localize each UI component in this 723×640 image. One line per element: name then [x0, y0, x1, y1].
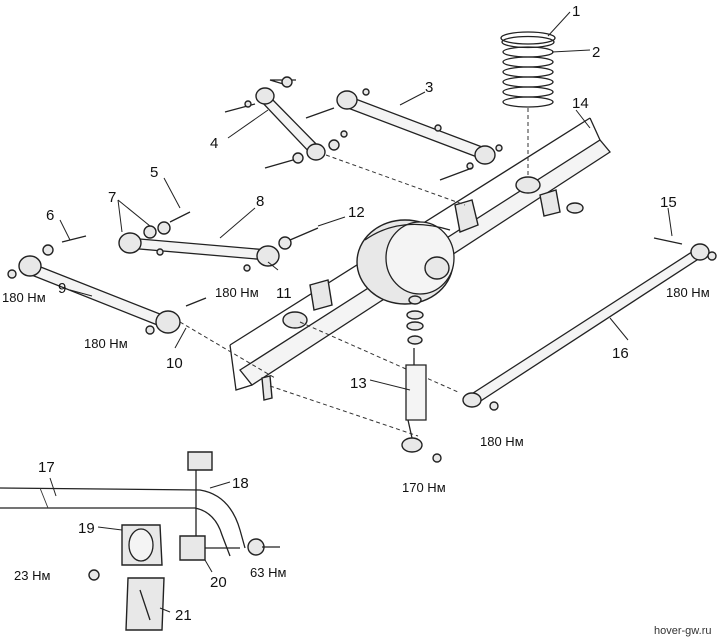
callout-9: 9: [58, 280, 66, 297]
torque-shock: 170 Нм: [402, 480, 446, 495]
torque-upper-center: 180 Нм: [215, 285, 259, 300]
callout-2: 2: [592, 44, 600, 61]
torque-panhard-left: 180 Нм: [480, 434, 524, 449]
callout-6: 6: [46, 207, 54, 224]
callout-1: 1: [572, 3, 580, 20]
callout-19: 19: [78, 520, 95, 537]
torque-panhard-right: 180 Нм: [666, 285, 710, 300]
callout-11: 11: [276, 285, 292, 302]
callout-15: 15: [660, 194, 677, 211]
callout-17: 17: [38, 459, 55, 476]
torque-labels: 180 Нм 180 Нм 180 Нм 180 Нм 180 Нм 170 Н…: [2, 285, 710, 583]
shock-absorber: [401, 295, 442, 463]
leader-lines: [49, 11, 673, 613]
callout-14: 14: [572, 95, 589, 112]
callout-10: 10: [166, 355, 183, 372]
upper-link: [224, 76, 466, 206]
panhard-rod: [462, 237, 717, 411]
rear-axle-housing: [229, 117, 611, 401]
callout-7: 7: [108, 189, 116, 206]
coil-spring: [500, 31, 556, 178]
callout-8: 8: [256, 193, 264, 210]
callout-18: 18: [232, 475, 249, 492]
callout-21: 21: [175, 607, 192, 624]
callout-13: 13: [350, 375, 367, 392]
torque-bar-link: 63 Нм: [250, 565, 286, 580]
callout-3: 3: [425, 79, 433, 96]
lower-control-arm-upper: [118, 211, 319, 272]
callout-20: 20: [210, 574, 227, 591]
callout-4: 4: [210, 135, 218, 152]
lower-control-arm-lower: [7, 235, 459, 437]
callout-16: 16: [612, 345, 629, 362]
callout-12: 12: [348, 204, 365, 221]
upper-control-arm: [305, 88, 503, 181]
torque-bushing: 23 Нм: [14, 568, 50, 583]
torque-left-link: 180 Нм: [2, 290, 46, 305]
stabilizer-bar: [0, 451, 280, 631]
callout-numbers: 1 2 3 4 5 6 7 8 9 10 11 12 13 14 15 16 1…: [38, 3, 677, 624]
callout-5: 5: [150, 164, 158, 181]
watermark: hover-gw.ru: [654, 625, 711, 637]
torque-lower-left: 180 Нм: [84, 336, 128, 351]
